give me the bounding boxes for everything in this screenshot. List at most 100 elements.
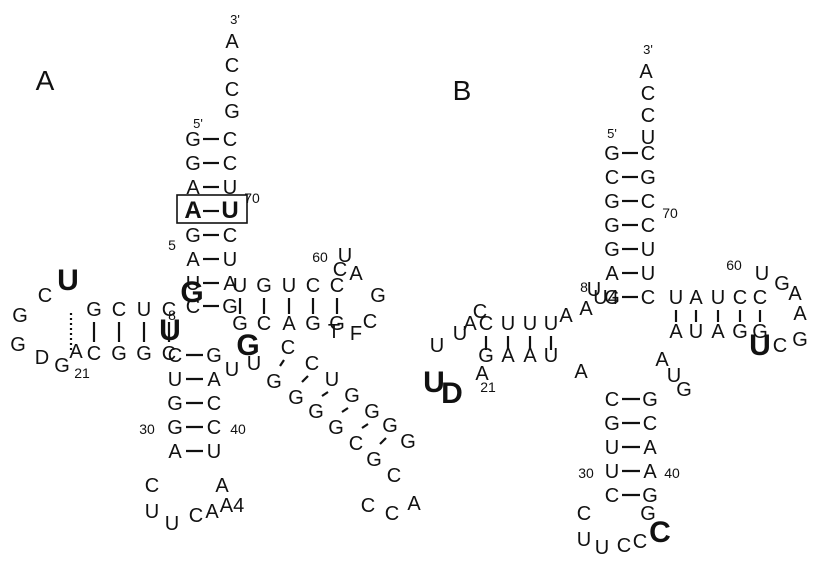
anticodon-stem-3-nucleotide: C [207,393,221,415]
t-stem-3-nucleotide: U [669,287,683,309]
acceptor-stem-3-nucleotide: U [641,263,655,285]
anticodon-loop-nucleotide: C [577,503,591,525]
anticodon-loop-nucleotide: C [649,516,671,549]
extended-arm-3-nucleotide: G [364,401,380,423]
anticodon-loop-nucleotide: U [595,537,609,559]
anticodon-loop-nucleotide: C [633,531,647,553]
acceptor-stem-5-nucleotide: G [185,225,201,247]
extended-arm-3-nucleotide: U [325,369,339,391]
junction-nucleotide: A [579,298,593,320]
t-stem-3-nucleotide: G [256,275,272,297]
t-stem-3-nucleotide: U [282,275,296,297]
acceptor-stem-3-nucleotide: C [223,129,237,151]
five-prime-label: 5' [193,116,203,131]
position-number-40: 40 [230,421,246,437]
extended-arm-3-nucleotide: G [382,415,398,437]
d-loop-nucleotide: D [441,377,463,410]
acceptor-stem-5-nucleotide: G [604,191,620,213]
t-stem-5-nucleotide: A [282,313,296,335]
position-number-21: 21 [74,365,90,381]
anticodon-loop-nucleotide: U [165,513,179,535]
anticodon-stem-5-nucleotide: G [167,417,183,439]
anticodon-stem-3-nucleotide: G [642,389,658,411]
t-loop-nucleotide: C [773,335,787,357]
anticodon-stem-3-nucleotide: C [643,413,657,435]
acceptor-stem-5-nucleotide: A [186,249,200,271]
d-stem-3-nucleotide: U [544,345,558,367]
position-number-5: 5 [168,237,176,253]
position-number-60: 60 [726,257,742,273]
d-loop-nucleotide: A [463,313,477,335]
u4-nucleotide: U4 [593,287,619,309]
d-stem-3-nucleotide: C [87,343,101,365]
extended-arm-3-nucleotide: G [400,431,416,453]
anticodon-loop-nucleotide: U [577,529,591,551]
base-pair-bond [279,359,285,367]
t-stem-5-nucleotide: G [752,321,768,343]
extended-arm-5-nucleotide: G [288,387,304,409]
acceptor-stem-3-nucleotide: C [641,215,655,237]
d-loop-nucleotide: A [475,363,489,385]
variable-loop-nucleotide: A [574,361,588,383]
t-loop-nucleotide: G [774,273,790,295]
anticodon-loop-nucleotide: A [205,501,219,523]
t-loop-nucleotide: C [363,311,377,333]
variable-loop-nucleotide: U [247,353,261,375]
d-stem-5-nucleotide: U [501,313,515,335]
d-loop-nucleotide: G [12,305,28,327]
position-number-40: 40 [664,465,680,481]
anticodon-stem-5-nucleotide: G [167,393,183,415]
t-stem-3-nucleotide: C [733,287,747,309]
t-stem-3-nucleotide: U [711,287,725,309]
panel-label: B [453,75,472,106]
nucleotide: C [0,0,7,5]
anticodon-loop-nucleotide: C [617,535,631,557]
d-loop-nucleotide: G [54,355,70,377]
extended-loop-nucleotide: C [385,503,399,525]
position-number-70: 70 [244,190,260,206]
acceptor-stem-3-nucleotide: A [223,273,237,295]
d-stem-5-nucleotide: C [162,299,176,321]
t-loop-nucleotide: C [333,259,347,281]
d-stem-5-nucleotide: U [137,299,151,321]
d-loop-nucleotide: G [10,334,26,356]
extended-arm-3-nucleotide: C [305,353,319,375]
d-loop-nucleotide: A [69,341,83,363]
t-stem-3-nucleotide: U [233,275,247,297]
t-loop-nucleotide: F [350,323,362,345]
acceptor-tail-nucleotide: C [641,83,655,105]
acceptor-stem-3-nucleotide: C [641,287,655,309]
acceptor-stem-3-nucleotide: U [223,177,237,199]
anticodon-stem-3-nucleotide: C [207,417,221,439]
acceptor-stem-5-nucleotide: G [185,129,201,151]
d-loop-nucleotide: C [38,285,52,307]
d-stem-3-nucleotide: A [501,345,515,367]
d-loop-nucleotide: C [473,301,487,323]
three-prime-label: 3' [230,12,240,27]
boxed-base-pair-highlight [176,194,248,224]
t-stem-5-nucleotide: G [329,313,345,335]
extended-loop-nucleotide: A [407,493,421,515]
acceptor-stem-3-nucleotide: U [641,239,655,261]
d-stem-3-nucleotide: G [478,345,494,367]
d-stem-5-nucleotide: U [544,313,558,335]
position-number-8: 8 [580,279,588,295]
acceptor-tail-nucleotide: A [639,61,653,83]
anticodon-stem-3-nucleotide: G [206,345,222,367]
extended-loop-nucleotide: C [361,495,375,517]
anticodon-loop-nucleotide: C [189,505,203,527]
anticodon-stem-3-nucleotide: A [643,461,657,483]
position-number-30: 30 [139,421,155,437]
junction-nucleotide-g9: G [180,276,203,309]
extended-arm-3-nucleotide: G [344,385,360,407]
d-loop-nucleotide: U [57,264,79,297]
extended-arm-5-nucleotide: G [328,417,344,439]
t-loop-nucleotide: A [349,263,363,285]
d-stem-3-nucleotide: G [111,343,127,365]
anticodon-loop-nucleotide: U [145,501,159,523]
acceptor-stem-5-nucleotide: G [604,215,620,237]
base-pair-bond [379,437,387,445]
t-stem-5-nucleotide: G [305,313,321,335]
t-loop-nucleotide: A [793,303,807,325]
anticodon-loop-nucleotide: A4 [220,495,244,517]
